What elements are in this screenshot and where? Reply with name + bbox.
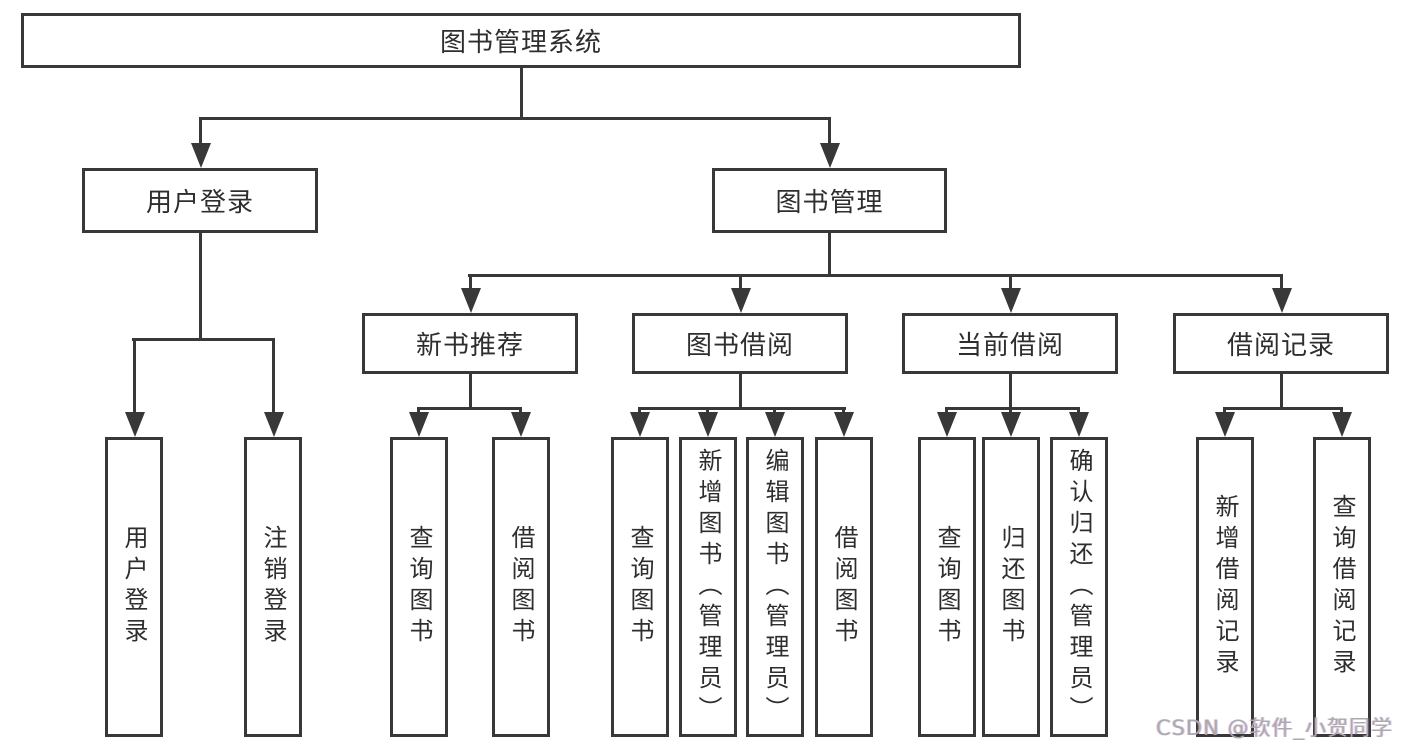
arrow-to-new-book-recommend [460,274,481,313]
csdn-watermark: CSDN @软件_小贺同学 [1155,716,1393,740]
leaf-record-query-label: 查询借阅记录 [1328,494,1356,680]
connector-level3-bar [468,274,1283,277]
node-borrow-records: 借阅记录 [1173,313,1389,374]
connector-records-stem [1280,374,1283,410]
arrow-to-book-borrow [730,274,751,313]
node-book-management: 图书管理 [712,168,947,233]
connector-userlogin-stem [199,233,202,340]
connector-newbooks-stem [469,374,472,410]
node-book-borrow: 图书借阅 [632,313,848,374]
leaf-newbook-query: 查询图书 [390,437,448,737]
leaf-current-return: 归还图书 [982,437,1040,737]
node-root: 图书管理系统 [21,13,1021,68]
arrow-to-leaf-current-query [936,407,957,437]
arrow-to-leaf-logout [263,338,284,437]
leaf-newbook-borrow-label: 借阅图书 [507,525,535,649]
connector-bookmgmt-stem [828,233,831,277]
leaf-logout: 注销登录 [244,437,302,737]
leaf-current-confirm: 确认归还（管理员） [1050,437,1108,737]
arrow-to-leaf-borrow-borrow [833,407,854,437]
leaf-current-query: 查询图书 [918,437,976,737]
connector-bookborrow-bar [638,407,846,410]
arrow-to-leaf-borrow-query [629,407,650,437]
leaf-current-confirm-label: 确认归还（管理员） [1065,447,1093,727]
node-user-login: 用户登录 [82,168,318,233]
leaf-record-query: 查询借阅记录 [1313,437,1371,737]
leaf-borrow-borrow-label: 借阅图书 [830,525,858,649]
arrow-to-leaf-record-add [1214,407,1235,437]
arrow-to-leaf-borrow-add [697,407,718,437]
leaf-current-query-label: 查询图书 [933,525,961,649]
leaf-borrow-query-label: 查询图书 [626,525,654,649]
connector-userlogin-bar [132,338,275,341]
leaf-borrow-add: 新增图书（管理员） [679,437,737,737]
arrow-to-borrow-records [1271,274,1292,313]
arrow-to-leaf-user-login [124,338,145,437]
leaf-record-add-label: 新增借阅记录 [1211,494,1239,680]
arrow-to-leaf-borrow-edit [764,407,785,437]
leaf-newbook-borrow: 借阅图书 [492,437,550,737]
node-current-borrow: 当前借阅 [902,313,1118,374]
leaf-borrow-edit-label: 编辑图书（管理员） [761,447,789,727]
leaf-record-add: 新增借阅记录 [1196,437,1254,737]
connector-currentborrow-bar [945,407,1080,410]
connector-records-bar [1223,407,1343,410]
arrow-to-user-login [190,117,211,168]
connector-bookborrow-stem [739,374,742,410]
connector-root-stem [520,68,523,120]
arrow-to-leaf-newbook-borrow [510,407,531,437]
leaf-borrow-add-label: 新增图书（管理员） [694,447,722,727]
leaf-user-login-label: 用户登录 [120,525,148,649]
leaf-logout-label: 注销登录 [259,525,287,649]
arrow-to-current-borrow [1000,274,1021,313]
arrow-to-leaf-current-return [1000,407,1021,437]
leaf-borrow-edit: 编辑图书（管理员） [746,437,804,737]
node-new-book-recommend: 新书推荐 [362,313,578,374]
connector-newbooks-bar [417,407,522,410]
leaf-user-login: 用户登录 [105,437,163,737]
leaf-newbook-query-label: 查询图书 [405,525,433,649]
leaf-borrow-query: 查询图书 [611,437,669,737]
leaf-borrow-borrow: 借阅图书 [815,437,873,737]
arrow-to-leaf-record-query [1331,407,1352,437]
arrow-to-leaf-newbook-query [408,407,429,437]
connector-level2-bar [199,117,831,120]
leaf-current-return-label: 归还图书 [997,525,1025,649]
connector-currentborrow-stem [1009,374,1012,410]
arrow-to-book-management [819,117,840,168]
arrow-to-leaf-current-confirm [1068,407,1089,437]
